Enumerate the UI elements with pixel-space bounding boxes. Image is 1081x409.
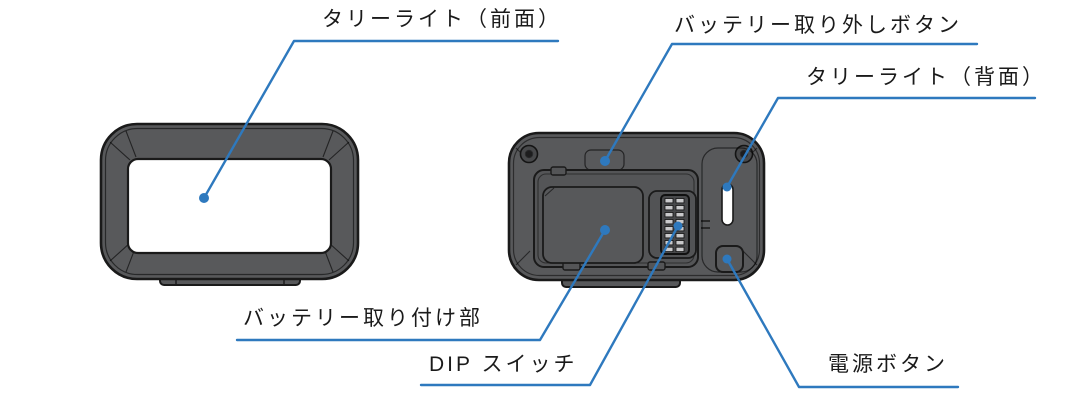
front-body-inner-line — [104, 127, 355, 276]
back-view-device — [507, 131, 766, 288]
leader-tally-back — [725, 96, 1037, 189]
leader-lines — [202, 39, 1037, 389]
leader-battery-mount — [235, 228, 607, 342]
leader-power-button — [725, 257, 960, 389]
back-body-inner-line — [512, 136, 761, 277]
tally-light-front-window — [126, 157, 333, 255]
callout-tally-back: タリーライト（背面） — [806, 66, 1046, 89]
front-view-device — [99, 122, 360, 286]
panel-notch-top — [550, 166, 567, 176]
leader-tally-front — [202, 39, 560, 200]
battery-mount-area — [542, 186, 644, 264]
callout-dip-switch: DIP スイッチ — [429, 353, 578, 376]
battery-mount-chamfer — [544, 187, 555, 197]
callout-tally-front: タリーライト（前面） — [322, 8, 562, 31]
callout-power-button: 電源ボタン — [828, 353, 948, 376]
callout-battery-mount: バッテリー取り付け部 — [243, 307, 483, 330]
leader-battery-release — [603, 42, 979, 163]
leader-dots — [199, 156, 732, 264]
callout-battery-release: バッテリー取り外しボタン — [674, 14, 962, 37]
screw-top-left — [519, 144, 539, 164]
dip-switch-actuators — [664, 198, 685, 252]
front-corner-ticks — [109, 130, 350, 273]
leader-dip-switch — [419, 224, 680, 387]
